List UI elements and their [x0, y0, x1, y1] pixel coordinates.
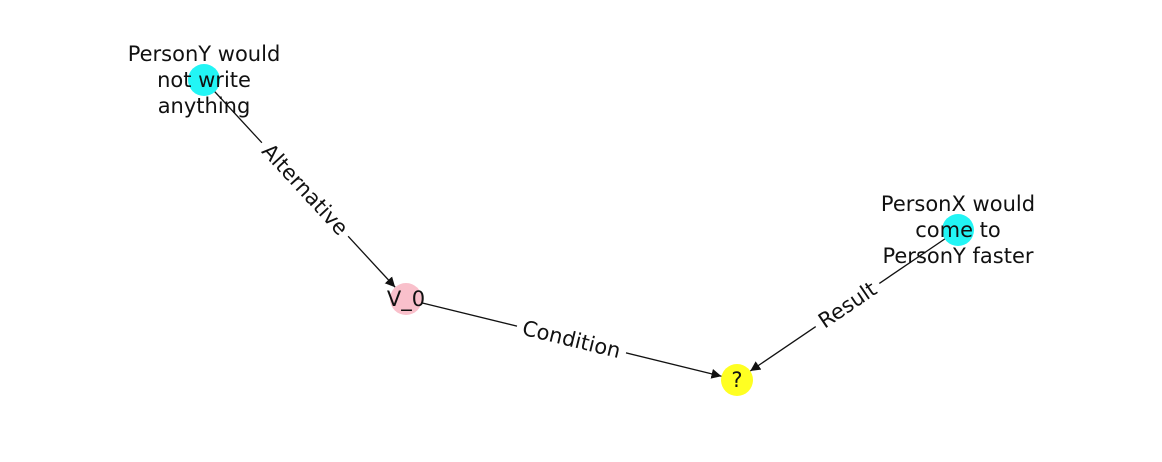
- node-n_v0: [390, 283, 422, 315]
- node-n_persony: [188, 64, 220, 96]
- node-label-line: come to: [915, 218, 1001, 242]
- edge-e_cond: Condition: [405, 298, 722, 379]
- node-label: ?: [731, 368, 742, 392]
- node-label: V_0: [387, 287, 425, 312]
- edge-label: Alternative: [257, 139, 353, 240]
- node-label-line: PersonX would: [881, 192, 1035, 216]
- node-label-line: anything: [158, 94, 251, 118]
- edge-label-group: Alternative: [251, 133, 359, 246]
- node-n_personx: [942, 214, 974, 246]
- node-label-line: V_0: [387, 287, 425, 312]
- edge-label-background: [251, 133, 359, 246]
- edge-label-background: [513, 312, 630, 367]
- nodes-layer: [188, 64, 974, 396]
- node-label-line: PersonY faster: [882, 244, 1033, 268]
- edge-label-group: Result: [807, 271, 888, 339]
- node-label-line: PersonY would: [128, 42, 281, 66]
- node-label-line: ?: [731, 368, 742, 392]
- edge-label: Condition: [520, 316, 623, 363]
- node-n_q: [721, 364, 753, 396]
- edge-label-background: [807, 271, 888, 339]
- node-label-line: not write: [157, 68, 251, 92]
- edge-label-group: Condition: [513, 312, 630, 367]
